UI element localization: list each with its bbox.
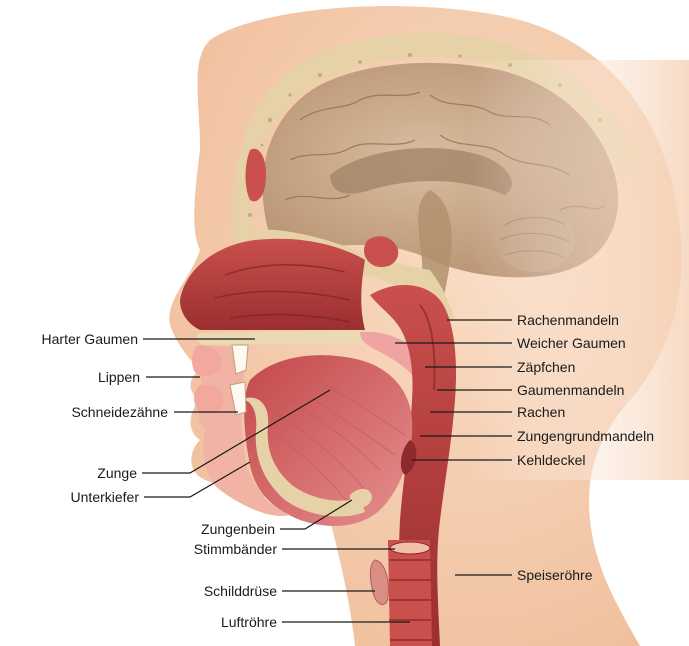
label-gaumenmandeln: Gaumenmandeln xyxy=(517,382,624,398)
label-schneidezaehne: Schneidezähne xyxy=(20,404,168,420)
label-zungengrundmandeln: Zungengrundmandeln xyxy=(517,428,654,444)
label-rachen: Rachen xyxy=(517,404,565,420)
label-rachenmandeln: Rachenmandeln xyxy=(517,312,619,328)
label-kehldeckel: Kehldeckel xyxy=(517,452,586,468)
label-schilddruese: Schilddrüse xyxy=(150,583,277,599)
label-unterkiefer: Unterkiefer xyxy=(20,489,139,505)
label-speiseroehre: Speiseröhre xyxy=(517,567,593,583)
label-zungenbein: Zungenbein xyxy=(150,521,275,537)
label-zaepfchen: Zäpfchen xyxy=(517,359,575,375)
trachea xyxy=(388,540,432,646)
label-lippen: Lippen xyxy=(40,369,140,385)
label-harter-gaumen: Harter Gaumen xyxy=(20,331,138,347)
label-zunge: Zunge xyxy=(40,465,137,481)
label-luftroehre: Luftröhre xyxy=(150,614,277,630)
label-weicher-gaumen: Weicher Gaumen xyxy=(517,335,626,351)
vocal-cords xyxy=(390,542,430,554)
label-stimmbaender: Stimmbänder xyxy=(150,541,277,557)
